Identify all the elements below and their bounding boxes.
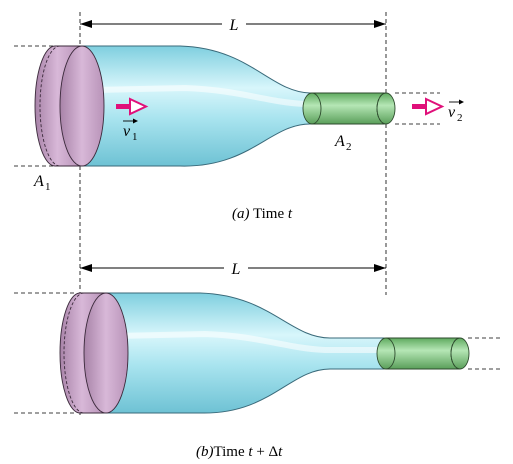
length-dimension-a: L [80, 17, 386, 34]
velocity-1-arrow [116, 97, 149, 116]
area1-hidden-edge-a [39, 45, 61, 167]
area2-hidden-edge-b [450, 337, 461, 370]
length-label-b: L [231, 261, 241, 278]
velocity-1-label: v 1 [123, 118, 138, 143]
velocity-2-arrow [412, 97, 445, 116]
svg-text:2: 2 [346, 141, 352, 153]
svg-text:A: A [33, 173, 44, 190]
length-dimension-b: L [80, 261, 386, 278]
svg-text:1: 1 [132, 131, 138, 143]
area2-cylinder-body-a [311, 92, 385, 125]
area2-cylinder-body-b [385, 337, 461, 370]
svg-text:1: 1 [45, 181, 51, 193]
area1-hidden-edge-b [63, 292, 85, 414]
tube-highlight-a [94, 84, 375, 107]
caption-b: (b)Time t + Δt [196, 444, 283, 460]
svg-text:v: v [448, 104, 456, 121]
velocity-2-label: v 2 [448, 99, 464, 124]
area2-face-left-a [302, 92, 322, 125]
panel-a: L v 1 [14, 12, 464, 418]
area-2-label: A 2 [334, 133, 352, 153]
svg-text:v: v [123, 123, 131, 140]
svg-text:2: 2 [457, 112, 463, 124]
area1-face-b [83, 292, 129, 414]
svg-text:A: A [334, 133, 345, 150]
area2-face-left-b [376, 337, 396, 370]
tube-highlight-b [117, 330, 380, 353]
area-1-label: A 1 [33, 173, 51, 193]
length-label-a: L [229, 17, 239, 34]
area1-face-a [59, 45, 105, 167]
panel-b: L (b)Time t + Δt [14, 261, 500, 460]
caption-a: (a) Time t [232, 206, 293, 222]
tube-body-b [103, 292, 385, 414]
area2-hidden-edge-a [376, 92, 387, 125]
